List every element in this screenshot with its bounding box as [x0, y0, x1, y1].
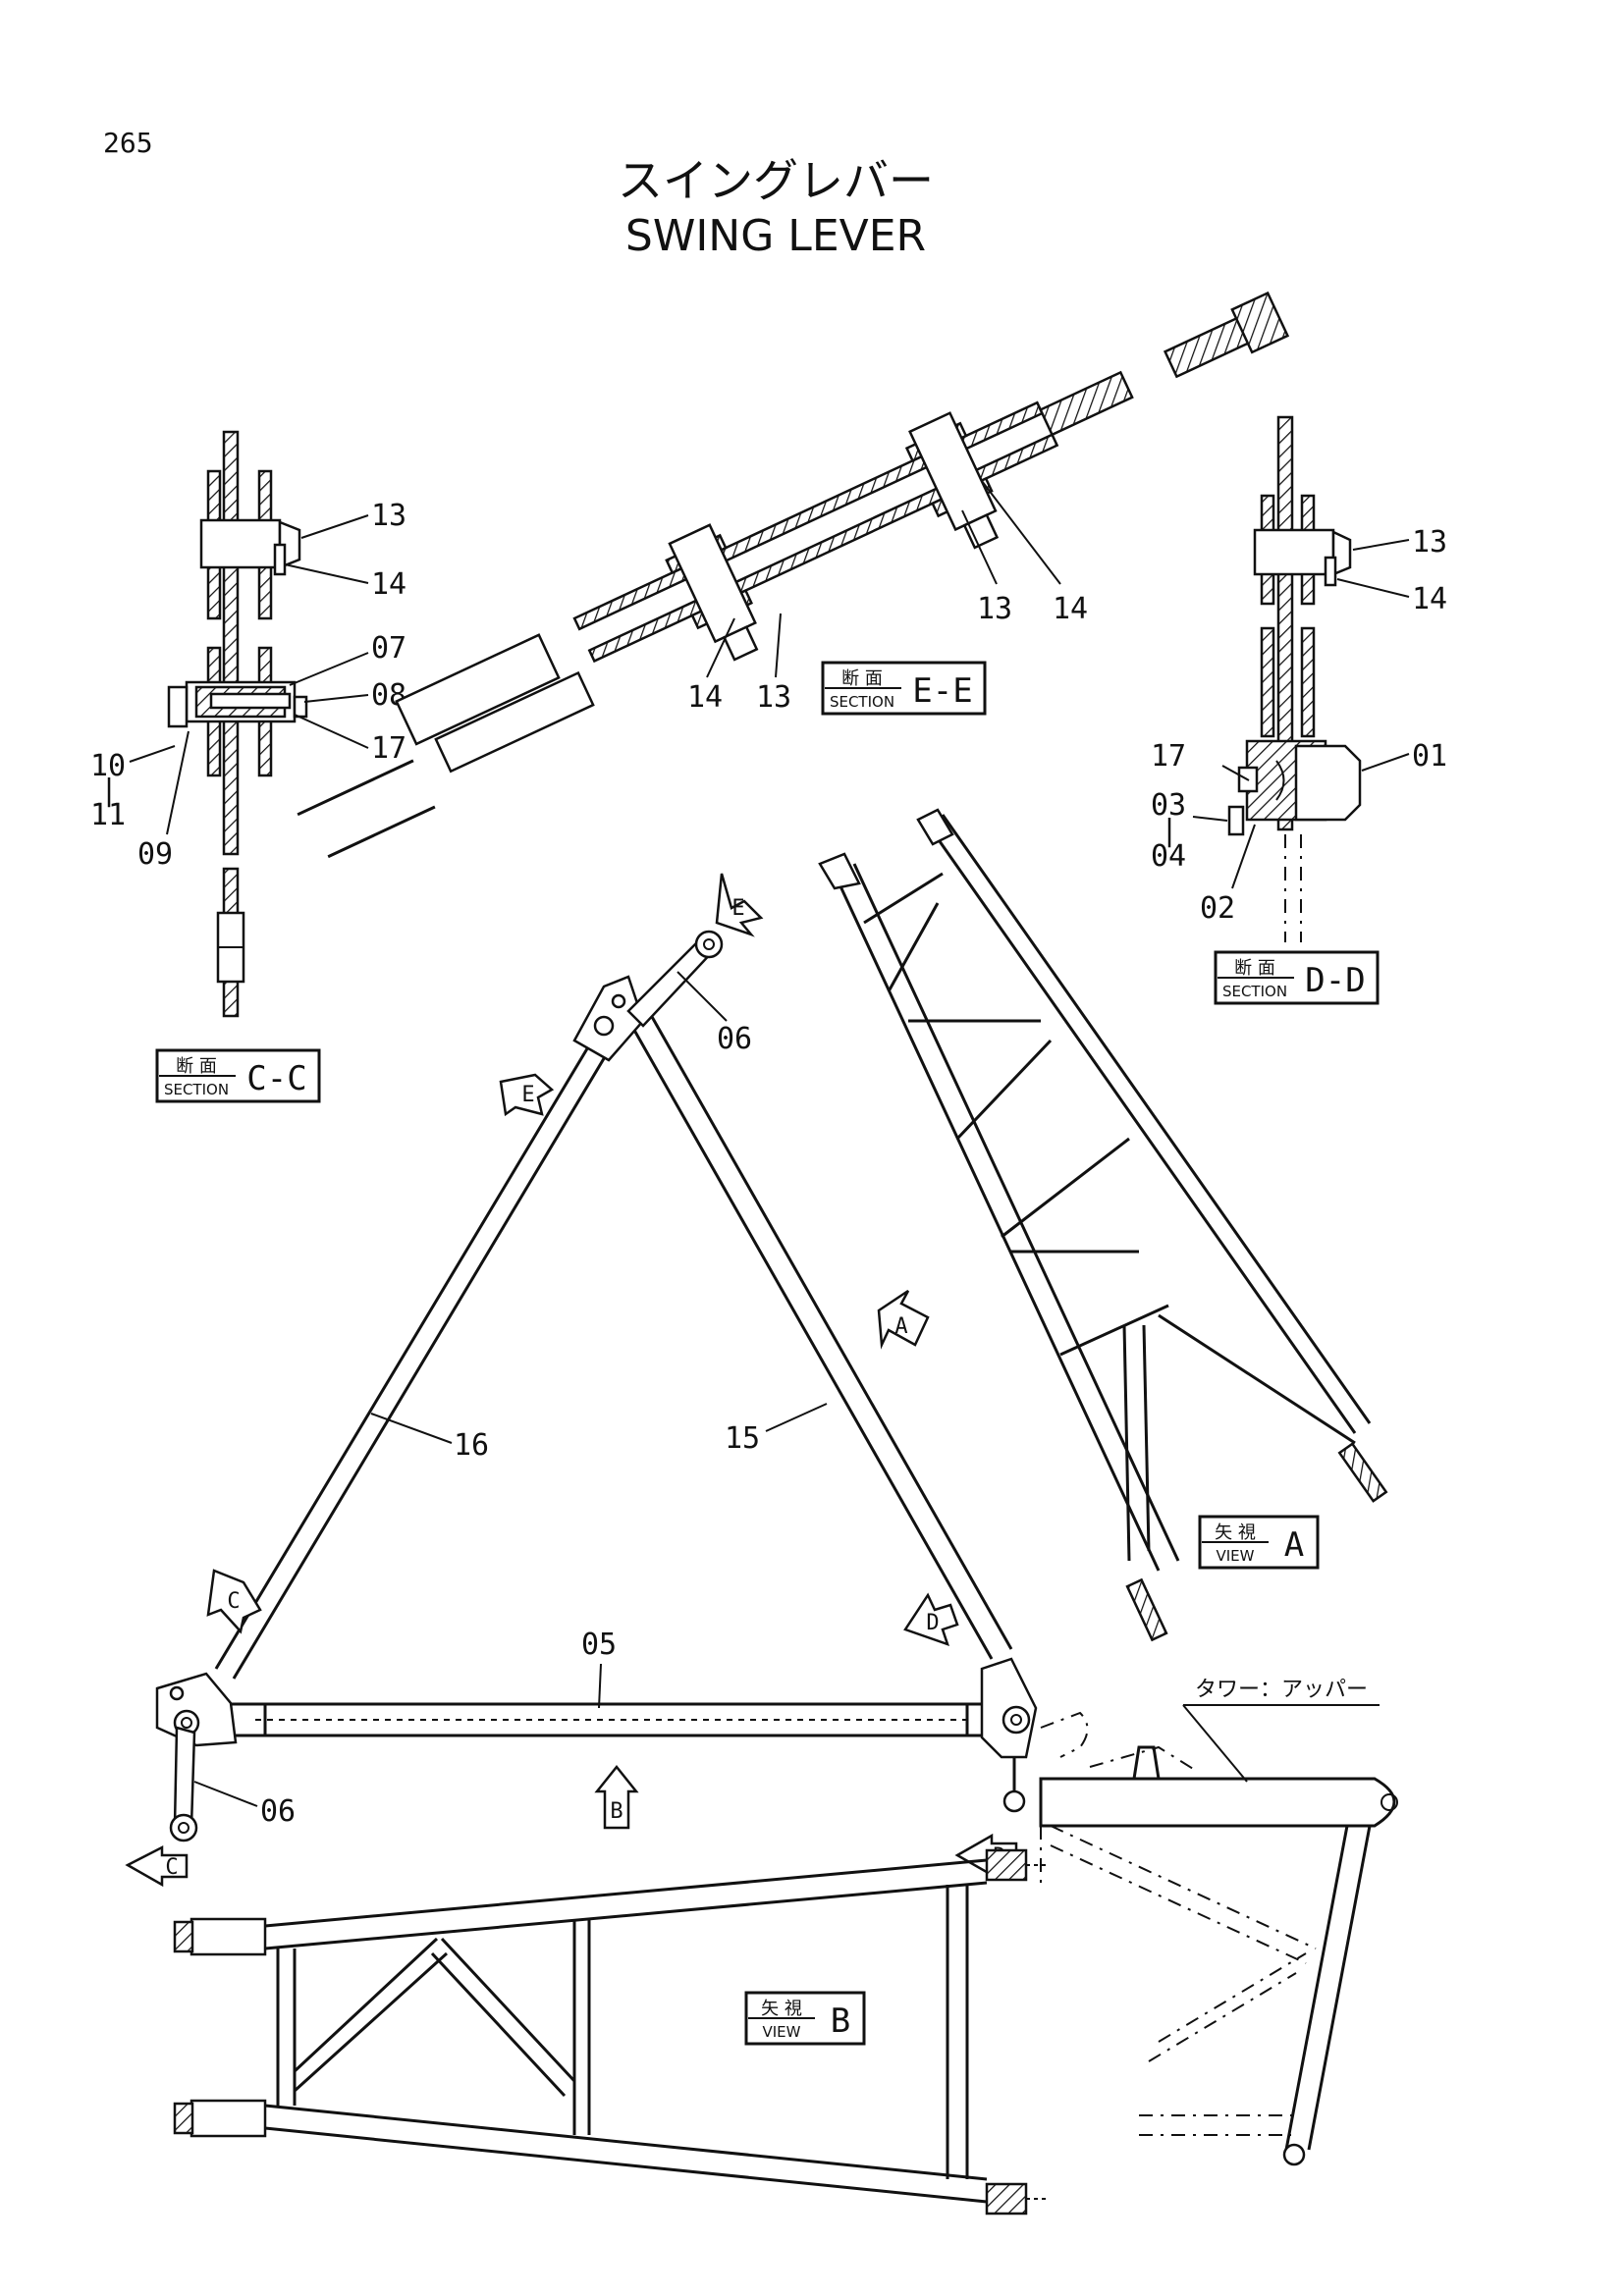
callout-10: 10: [90, 749, 126, 783]
svg-text:A: A: [894, 1314, 907, 1339]
callout-14: 14: [1412, 582, 1447, 616]
section-cc-kanji: 断 面: [176, 1056, 217, 1077]
section-cc-sub: SECTION: [164, 1081, 229, 1098]
callout-17: 17: [371, 731, 406, 766]
callout-13: 13: [756, 680, 791, 715]
callout-17: 17: [1151, 739, 1186, 774]
callout-01: 01: [1412, 739, 1447, 774]
callout-03: 03: [1151, 788, 1186, 823]
section-arrow-c-upper: C: [206, 1569, 262, 1634]
view-a-kanji: 矢 視: [1215, 1522, 1256, 1543]
section-ee-kanji: 断 面: [841, 668, 883, 689]
section-dd-letter: D-D: [1305, 961, 1365, 1000]
view-a-sub: VIEW: [1217, 1547, 1255, 1565]
section-dd-sub: SECTION: [1222, 983, 1287, 1000]
section-arrow-e-lower: E: [499, 1073, 555, 1117]
view-b-label: 矢 視 VIEW B: [744, 1991, 866, 2046]
svg-text:E: E: [521, 1083, 534, 1107]
callout-04: 04: [1151, 839, 1186, 874]
svg-text:E: E: [731, 896, 744, 921]
view-a-letter: A: [1284, 1525, 1304, 1565]
callout-09: 09: [137, 837, 173, 872]
section-ee-sub: SECTION: [830, 693, 894, 711]
svg-text:D: D: [926, 1611, 939, 1635]
section-dd-kanji: 断 面: [1234, 958, 1275, 979]
callout-06: 06: [717, 1022, 752, 1056]
view-arrow-b: B: [594, 1764, 639, 1830]
callout-dash: |: [1161, 814, 1178, 848]
title-english: SWING LEVER: [625, 211, 926, 261]
section-dd-label: 断 面 SECTION D-D: [1214, 950, 1380, 1005]
view-a-label: 矢 視 VIEW A: [1198, 1515, 1320, 1570]
tower-upper-label: タワー：アッパー: [1195, 1678, 1368, 1702]
section-arrow-e-upper: E: [715, 873, 764, 937]
section-arrow-c-lower: C: [125, 1844, 189, 1888]
tower-upper: タワー：アッパー: [1039, 1678, 1398, 2166]
section-ee-letter: E-E: [912, 671, 972, 711]
callout-02: 02: [1200, 891, 1235, 926]
section-dd-callouts: 13 14 17 01 03 | 04 02: [1151, 525, 1447, 926]
callout-dash: |: [100, 774, 118, 808]
callout-15: 15: [725, 1421, 760, 1456]
svg-text:C: C: [165, 1855, 178, 1880]
callout-14: 14: [687, 680, 723, 715]
title-japanese: スイングレバー: [618, 154, 934, 207]
section-ee-label: 断 面 SECTION E-E: [821, 661, 987, 716]
section-dd-view: [1227, 415, 1362, 942]
callout-16: 16: [454, 1428, 489, 1463]
callout-13: 13: [977, 592, 1012, 626]
section-cc-view: [167, 430, 308, 1018]
callout-13: 13: [371, 499, 406, 533]
section-cc-label: 断 面 SECTION C-C: [155, 1048, 321, 1103]
section-arrow-d-upper: D: [903, 1592, 959, 1647]
view-b-truss: [173, 1848, 1046, 2216]
svg-text:B: B: [610, 1799, 623, 1824]
page-number: 265: [103, 127, 153, 159]
callout-07: 07: [371, 631, 406, 666]
view-arrow-a: A: [877, 1289, 930, 1350]
callout-14: 14: [1053, 592, 1088, 626]
callout-13: 13: [1412, 525, 1447, 560]
callout-11: 11: [90, 798, 126, 832]
callout-14: 14: [371, 567, 406, 602]
section-ee-view: [297, 291, 1290, 859]
view-b-letter: B: [831, 2002, 850, 2041]
view-a-truss: [818, 808, 1388, 1642]
main-callouts: 06 16 15 05 06: [193, 971, 828, 1829]
callout-05: 05: [581, 1628, 617, 1662]
swing-lever-frame: [155, 930, 1089, 1842]
callout-06: 06: [260, 1794, 296, 1829]
svg-text:C: C: [227, 1589, 240, 1614]
view-b-kanji: 矢 視: [761, 1999, 802, 2019]
section-ee-callouts: 14 13 13 14: [687, 480, 1088, 715]
section-cc-letter: C-C: [246, 1059, 306, 1098]
view-b-sub: VIEW: [763, 2023, 801, 2041]
